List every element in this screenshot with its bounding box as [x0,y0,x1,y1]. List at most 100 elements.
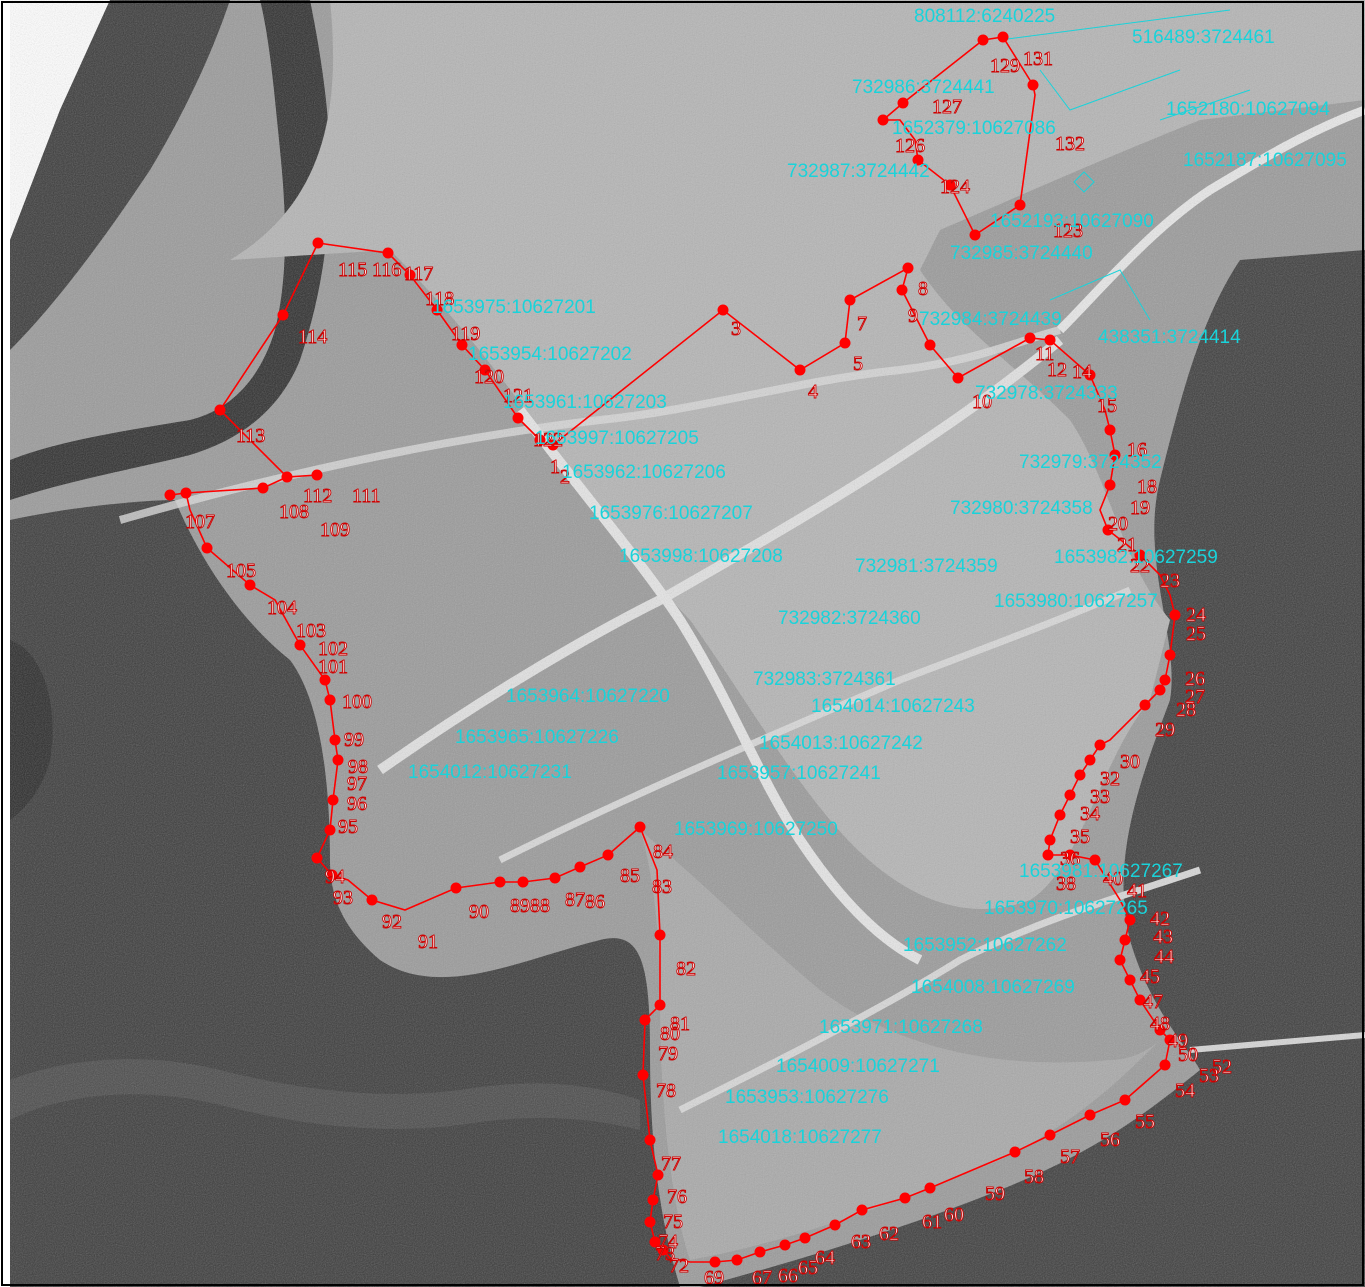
vertex-label: 52 [1212,1056,1232,1078]
boundary-vertex [779,1239,791,1251]
boundary-vertex [944,179,956,191]
boundary-vertex [1109,449,1121,461]
boundary-vertex [652,1169,664,1181]
vertex-label: 53 [1199,1065,1219,1087]
vertex-label: 127 [932,96,962,118]
cadastral-parcel-labels: 808112:6240225516489:3724461732986:37244… [408,6,1347,1148]
vertex-label: 122 [533,429,563,451]
boundary-vertex [644,1134,656,1146]
parcel-label: 1652187:10627095 [1183,150,1347,171]
vertex-label: 123 [1053,220,1083,242]
boundary-vertex [281,471,293,483]
parcel-label: 732987:3724442 [787,161,930,182]
vertex-label: 1 [550,456,560,478]
vertex-label: 121 [503,385,533,407]
boundary-vertex [517,876,529,888]
vertex-label: 81 [670,1013,690,1035]
vertex-label: 131 [1023,48,1053,70]
vertex-label: 119 [451,323,480,345]
parcel-label: 1652193:10627090 [990,211,1154,232]
vertex-label: 33 [1090,786,1110,808]
vertex-label: 35 [1070,826,1090,848]
boundary-vertex [1044,1129,1056,1141]
parcel-label: 1653997:10627205 [535,428,699,449]
boundary-vertex [294,639,306,651]
boundary-vertex [1064,849,1076,861]
vertex-label: 124 [940,176,970,198]
vertex-label: 99 [344,729,364,751]
vertex-label: 72 [669,1255,689,1277]
vertex-label: 87 [565,889,585,911]
boundary-vertex [1154,684,1166,696]
vertex-label: 18 [1137,476,1157,498]
vertex-label: 61 [922,1211,942,1233]
boundary-vertex [1104,479,1116,491]
boundary-vertex [1084,369,1096,381]
boundary-vertex [180,487,192,499]
boundary-vertex [1104,424,1116,436]
vertex-label: 84 [653,841,673,863]
boundary-vertex [1027,79,1039,91]
parcel-label: 732984:3724439 [919,309,1062,330]
vertex-label: 78 [656,1080,676,1102]
vertex-label: 62 [879,1223,899,1245]
vertex-label: 117 [404,263,433,285]
vertex-label: 67 [752,1267,772,1287]
boundary-vertex [494,876,506,888]
vertex-label: 26 [1185,668,1205,690]
boundary-vertex [319,674,331,686]
vertex-label: 29 [1155,719,1175,741]
boundary-vertex [214,404,226,416]
boundary-vertex [1134,994,1146,1006]
boundary-vertex [644,1216,656,1228]
boundary-vertex [1084,1109,1096,1121]
vertex-label: 66 [778,1265,798,1287]
vertex-label: 36 [1060,848,1080,870]
boundary-vertex [332,754,344,766]
parcel-label: 1653964:10627220 [506,686,670,707]
boundary-vertex [829,1219,841,1231]
boundary-vertex [1054,809,1066,821]
boundary-vertex [1139,699,1151,711]
vertex-label: 4 [808,381,818,403]
vertex-label: 21 [1117,534,1137,556]
vertex-label: 86 [585,891,605,913]
vertex-label: 85 [620,865,640,887]
boundary-vertex [1164,649,1176,661]
parcel-label: 1654012:10627231 [408,762,572,783]
parcel-label: 732982:3724360 [778,608,921,629]
vertex-label: 55 [1135,1111,1155,1133]
parcel-label: 1652379:10627086 [892,118,1056,139]
boundary-vertex [794,364,806,376]
vertex-label: 90 [469,901,489,923]
vertex-label: 9 [908,305,918,327]
boundary-vertex [257,482,269,494]
vertex-label: 16 [1127,439,1147,461]
boundary-vertex [856,1204,868,1216]
boundary-vertex [634,821,646,833]
vertex-label: 118 [425,288,454,310]
vertex-label: 103 [296,620,326,642]
boundary-vertex [534,434,546,446]
vertex-label: 49 [1168,1030,1188,1052]
boundary-vertex [164,489,176,501]
boundary-vertex [1084,754,1096,766]
vertex-label: 100 [342,691,372,713]
parcel-label: 1653962:10627206 [562,462,726,483]
boundary-vertex [404,269,416,281]
boundary-vertex [754,1246,766,1258]
boundary-vertex [324,694,336,706]
vertex-label: 69 [704,1267,724,1287]
vertex-label: 42 [1150,908,1170,930]
vertex-label: 58 [1024,1166,1044,1188]
vertex-label: 12 [1047,359,1067,381]
boundary-vertex [1124,914,1136,926]
vertex-label: 23 [1160,570,1180,592]
boundary-vertex [311,852,323,864]
parcel-label: 732980:3724358 [950,498,1093,519]
vertex-label: 129 [990,55,1020,77]
vertex-label: 40 [1103,868,1123,890]
parcel-label: 1654008:10627269 [911,977,1075,998]
